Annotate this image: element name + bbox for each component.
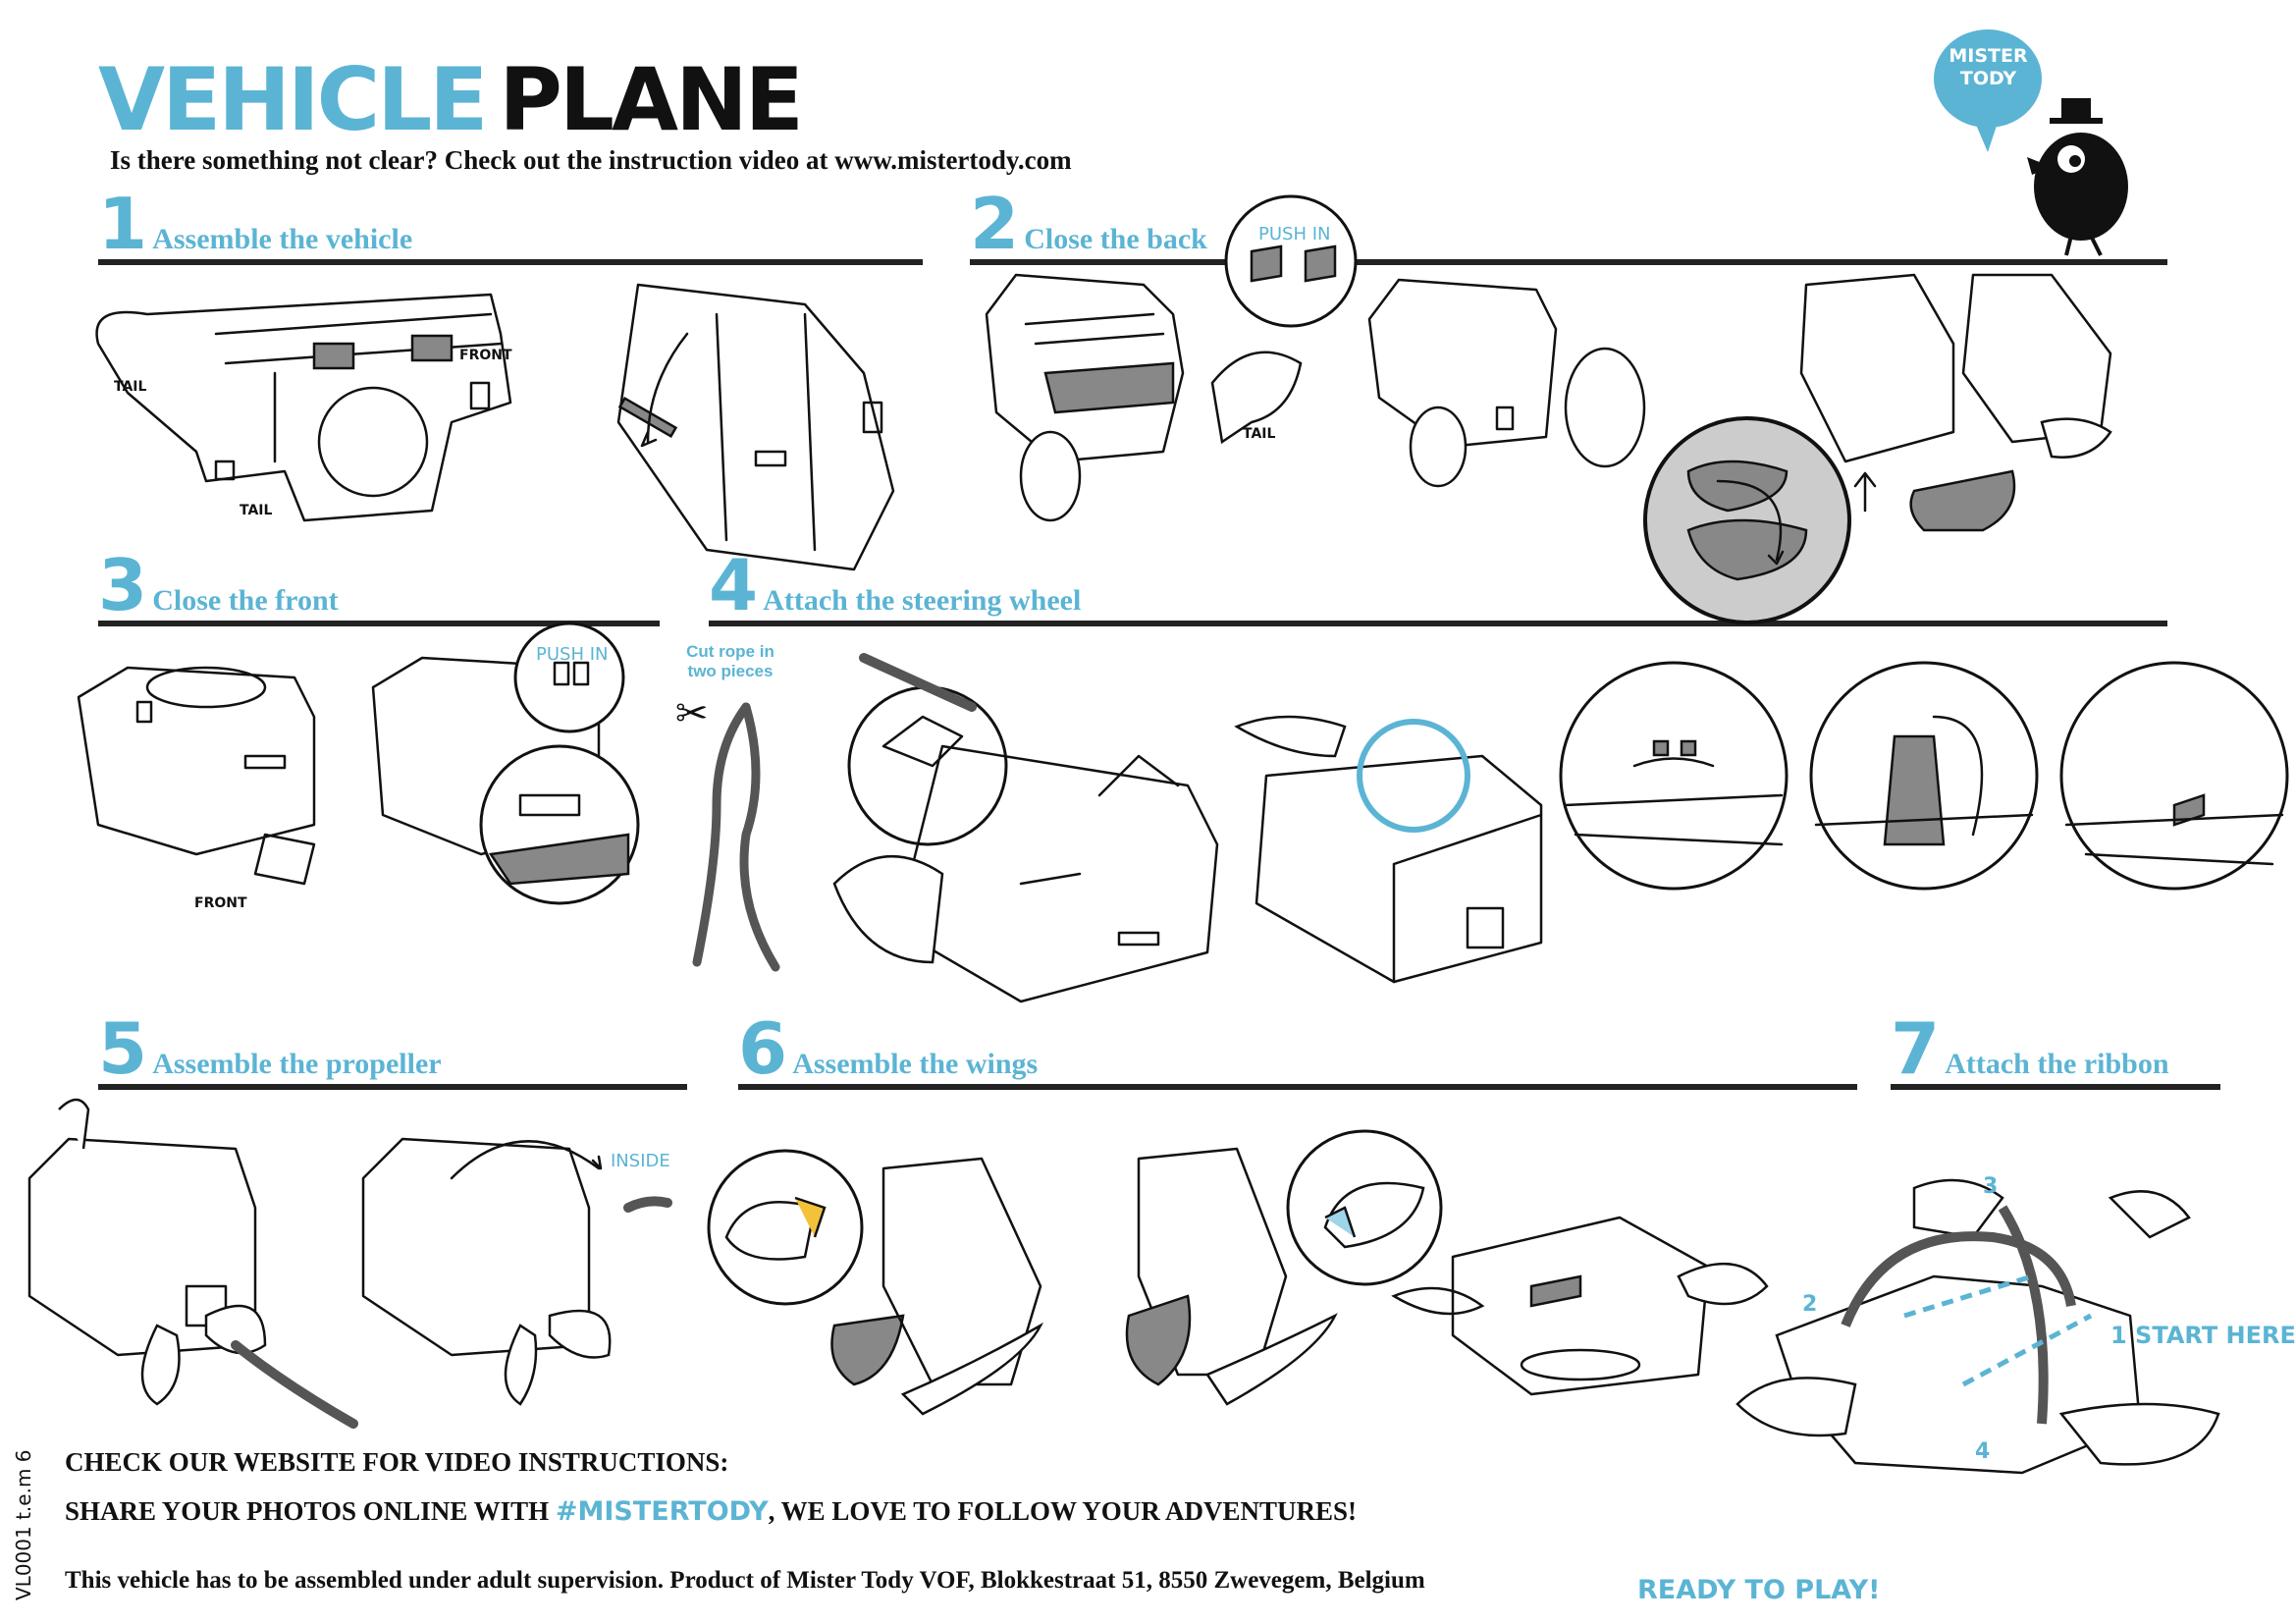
label-inside: INSIDE bbox=[611, 1151, 670, 1171]
step-4-detail-1 bbox=[1559, 661, 1789, 891]
label-front: FRONT bbox=[194, 895, 247, 911]
step-5-illustration-a bbox=[27, 1098, 358, 1429]
step-2-illustration-a bbox=[985, 273, 1303, 522]
divider bbox=[98, 1084, 687, 1090]
share-text: SHARE YOUR PHOTOS ONLINE WITH bbox=[65, 1496, 556, 1526]
logo-line1: MISTER bbox=[1949, 45, 2028, 67]
label-tail: TAIL bbox=[1243, 426, 1276, 442]
step-4-illustration-a bbox=[832, 653, 1219, 1003]
step-title: Assemble the vehicle bbox=[152, 223, 413, 255]
footer-website-line: CHECK OUR WEBSITE FOR VIDEO INSTRUCTIONS… bbox=[65, 1447, 729, 1477]
step-4-illustration-b bbox=[1234, 715, 1543, 984]
step-5-heading: 5 Assemble the propeller bbox=[98, 1013, 442, 1084]
scissors-icon: ✂ bbox=[675, 691, 709, 736]
label-front: FRONT bbox=[459, 348, 512, 363]
step-number: 4 bbox=[709, 544, 759, 626]
rope-and-scissors: ✂ bbox=[675, 691, 780, 972]
title-plane: PLANE bbox=[499, 49, 803, 150]
label-push-in: PUSH IN bbox=[536, 644, 609, 665]
step-3-illustration-a bbox=[77, 666, 316, 886]
step-number: 7 bbox=[1891, 1007, 1941, 1090]
rope-instruction: Cut rope in two pieces bbox=[681, 642, 779, 681]
label-tail: TAIL bbox=[240, 503, 273, 518]
footer-disclaimer: This vehicle has to be assembled under a… bbox=[65, 1567, 1425, 1594]
product-code: VL0001 t.e.m 6 bbox=[12, 1449, 35, 1600]
step-number: 6 bbox=[738, 1007, 788, 1090]
step-3-illustration-b bbox=[371, 622, 640, 905]
ribbon-step-4: 4 bbox=[1975, 1439, 1991, 1464]
step-title: Close the back bbox=[1024, 223, 1207, 255]
hashtag: #MISTERTODY bbox=[555, 1496, 769, 1527]
step-number: 5 bbox=[98, 1007, 148, 1090]
share-text-end: , WE LOVE TO FOLLOW YOUR ADVENTURES! bbox=[768, 1496, 1358, 1526]
step-title: Assemble the propeller bbox=[152, 1048, 442, 1080]
step-6-illustration-b bbox=[1125, 1129, 1443, 1406]
push-in-inset bbox=[1224, 194, 1358, 328]
step-2-illustration-c bbox=[1799, 273, 2112, 532]
footer-share-line: SHARE YOUR PHOTOS ONLINE WITH #MISTERTOD… bbox=[65, 1496, 1357, 1527]
label-tail: TAIL bbox=[114, 379, 147, 395]
step-number: 3 bbox=[98, 544, 148, 626]
step-2-heading: 2 Close the back bbox=[970, 189, 1207, 259]
step-1-illustration-a bbox=[95, 293, 512, 522]
step-6-heading: 6 Assemble the wings bbox=[738, 1013, 1038, 1084]
label-push-in: PUSH IN bbox=[1258, 224, 1331, 244]
step-4-heading: 4 Attach the steering wheel bbox=[709, 550, 1081, 621]
step-7-heading: 7 Attach the ribbon bbox=[1891, 1013, 2169, 1084]
step-title: Close the front bbox=[152, 584, 339, 617]
title-vehicle: VEHICLE bbox=[98, 49, 488, 150]
step-3-heading: 3 Close the front bbox=[98, 550, 339, 621]
page-subtitle: Is there something not clear? Check out … bbox=[110, 145, 1072, 175]
step-title: Assemble the wings bbox=[792, 1048, 1039, 1080]
step-1-heading: 1 Assemble the vehicle bbox=[98, 189, 412, 259]
divider bbox=[98, 259, 923, 265]
step-2-illustration-b bbox=[1367, 278, 1646, 488]
divider bbox=[738, 1084, 1857, 1090]
divider bbox=[1891, 1084, 2220, 1090]
rope-line1: Cut rope in bbox=[686, 642, 774, 661]
start-here-label: 1 START HERE bbox=[2110, 1322, 2296, 1349]
ready-to-play: READY TO PLAY! bbox=[1637, 1575, 1881, 1605]
step-number: 2 bbox=[970, 183, 1020, 265]
step-4-detail-2 bbox=[1809, 661, 2039, 891]
divider bbox=[709, 621, 2167, 626]
mister-tody-logo: MISTER TODY bbox=[1934, 20, 2140, 256]
step-7-illustration bbox=[1735, 1178, 2220, 1475]
step-title: Attach the steering wheel bbox=[763, 584, 1082, 617]
step-1-illustration-b bbox=[616, 283, 895, 571]
rope-line2: two pieces bbox=[687, 662, 774, 680]
step-5-illustration-b bbox=[361, 1137, 672, 1406]
ribbon-step-3: 3 bbox=[1983, 1174, 1999, 1199]
logo-line2: TODY bbox=[1959, 67, 2017, 89]
divider bbox=[970, 259, 2167, 265]
step-6-illustration-c bbox=[1391, 1216, 1769, 1396]
step-title: Attach the ribbon bbox=[1945, 1048, 2169, 1080]
ribbon-step-2: 2 bbox=[1802, 1292, 1818, 1317]
step-4-detail-3 bbox=[2059, 661, 2289, 891]
step-number: 1 bbox=[98, 183, 148, 265]
step-6-illustration-a bbox=[707, 1149, 1043, 1416]
step-2-detail-circle bbox=[1643, 416, 1851, 624]
divider bbox=[98, 621, 660, 626]
